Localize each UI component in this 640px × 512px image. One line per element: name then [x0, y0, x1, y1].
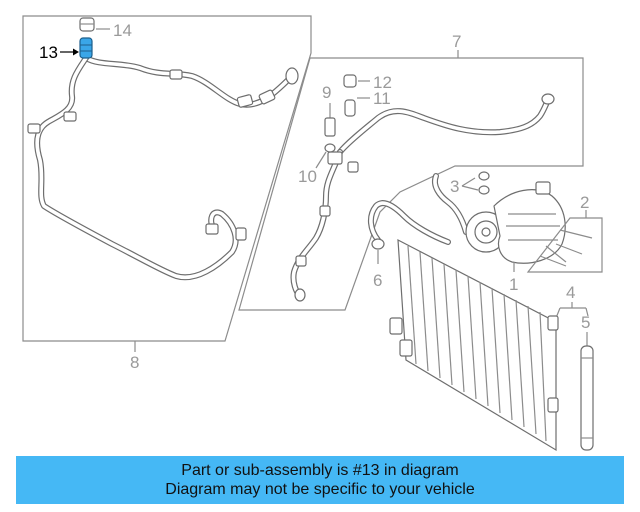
- callout-14[interactable]: 14: [113, 21, 132, 40]
- part-14-cap[interactable]: [79, 17, 95, 32]
- part-2-frame: [526, 217, 603, 273]
- pipe-7[interactable]: [290, 93, 555, 302]
- callout-13-arrow: [73, 48, 79, 56]
- part-12-cap[interactable]: [343, 74, 357, 88]
- callout-4[interactable]: 4: [566, 283, 575, 302]
- banner-line-1: Part or sub-assembly is #13 in diagram: [181, 462, 459, 479]
- callout-10[interactable]: 10: [298, 167, 317, 186]
- callout-8[interactable]: 8: [130, 353, 139, 372]
- callout-3[interactable]: 3: [450, 177, 459, 196]
- callout-12[interactable]: 12: [373, 73, 392, 92]
- callout-1[interactable]: 1: [509, 275, 518, 294]
- pipe-discharge[interactable]: [368, 173, 469, 250]
- callout-3-leader-a: [461, 177, 476, 187]
- part-2-bolts[interactable]: [539, 229, 593, 267]
- callout-6[interactable]: 6: [373, 271, 382, 290]
- callout-7[interactable]: 7: [452, 32, 461, 51]
- callout-2[interactable]: 2: [580, 193, 589, 212]
- group-8-frame: [22, 15, 312, 342]
- callout-13[interactable]: 13: [39, 43, 58, 62]
- hose-8[interactable]: [27, 55, 299, 281]
- info-banner: Part or sub-assembly is #13 in diagram D…: [16, 456, 624, 504]
- callout-4-leader-right: [585, 307, 589, 317]
- part-9-switch[interactable]: [324, 117, 336, 137]
- part-4-condenser[interactable]: [389, 238, 559, 452]
- group-7-frame: [238, 57, 584, 311]
- callout-3-leader-b: [461, 185, 479, 191]
- callout-5[interactable]: 5: [581, 313, 590, 332]
- callout-10-leader: [315, 151, 327, 169]
- callout-11[interactable]: 11: [373, 89, 391, 108]
- part-5-drier[interactable]: [580, 345, 594, 451]
- banner-line-2: Diagram may not be specific to your vehi…: [165, 481, 475, 498]
- callout-9[interactable]: 9: [322, 83, 331, 102]
- part-1-compressor[interactable]: [465, 181, 566, 264]
- part-11-valve[interactable]: [344, 99, 356, 117]
- part-3-oring[interactable]: [478, 171, 490, 195]
- part-10-oring[interactable]: [324, 143, 336, 153]
- part-13-valve[interactable]: [79, 37, 93, 59]
